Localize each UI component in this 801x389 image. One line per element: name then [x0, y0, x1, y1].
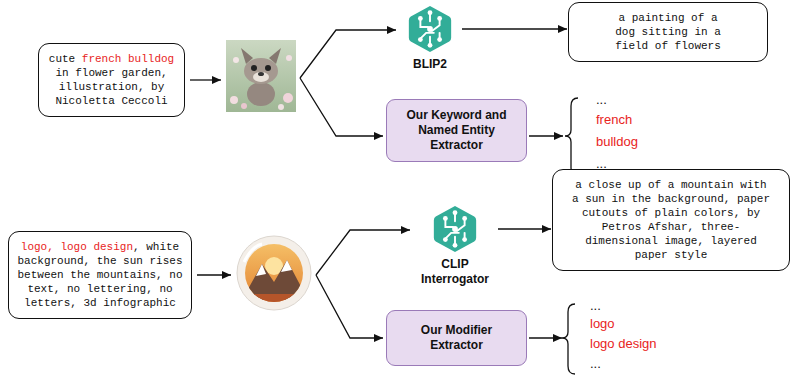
text-column: a painting of a dog sitting in a field o…: [577, 11, 759, 53]
model-icon-holder: [400, 4, 460, 54]
prompt-text: logo, logo design, white background, the…: [17, 240, 183, 310]
extractor-box: Our Modifier Extractor: [386, 310, 527, 366]
prompt-segment: logo, logo design: [21, 241, 133, 253]
text-column: Our Keyword and Named Entity Extractor: [401, 108, 513, 153]
ellipsis: ...: [596, 92, 607, 108]
prompt-segment: in flower garden, illustration, by Nicol…: [55, 67, 167, 107]
model-name: CLIP Interrogator: [416, 257, 494, 287]
model-node: BLIP2: [400, 4, 460, 72]
text-column: a close up of a mountain with a sun in t…: [561, 178, 781, 262]
extractor-name: Our Modifier Extractor: [401, 323, 513, 353]
flow-arrows: [190, 30, 578, 374]
modifier: logo: [590, 316, 615, 332]
keyword: french: [596, 112, 632, 128]
ellipsis: ...: [590, 356, 601, 372]
connector-arrow: [462, 28, 567, 29]
prompt-box: cute french bulldog in flower garden, il…: [38, 43, 185, 117]
ellipsis: ...: [596, 156, 607, 172]
generated-image-logo: [237, 236, 311, 310]
prompt-segment: french bulldog: [82, 53, 174, 65]
keyword: bulldog: [596, 134, 638, 150]
model-icon-holder: [414, 204, 496, 254]
ellipsis: ...: [590, 298, 601, 314]
generated-image-bulldog: [226, 40, 296, 112]
text-column: CLIP Interrogator: [414, 257, 496, 287]
extractor-box: Our Keyword and Named Entity Extractor: [386, 99, 527, 162]
prompt-text: cute french bulldog in flower garden, il…: [47, 52, 176, 108]
prompt-box: logo, logo design, white background, the…: [8, 231, 192, 319]
text-column: BLIP2: [400, 57, 460, 72]
caption-text: a close up of a mountain with a sun in t…: [569, 178, 773, 262]
caption-box: a close up of a mountain with a sun in t…: [552, 169, 790, 271]
model-icon: [430, 204, 480, 254]
connector-arrow: [498, 228, 551, 229]
model-icon: [405, 4, 455, 54]
extractor-name: Our Keyword and Named Entity Extractor: [401, 108, 513, 153]
model-name: BLIP2: [400, 57, 460, 72]
modifier: logo design: [590, 336, 657, 352]
caption-text: a painting of a dog sitting in a field o…: [612, 11, 724, 53]
caption-box: a painting of a dog sitting in a field o…: [568, 2, 768, 62]
text-column: Our Modifier Extractor: [401, 323, 513, 353]
model-node: CLIP Interrogator: [414, 204, 496, 287]
prompt-segment: cute: [49, 53, 75, 65]
